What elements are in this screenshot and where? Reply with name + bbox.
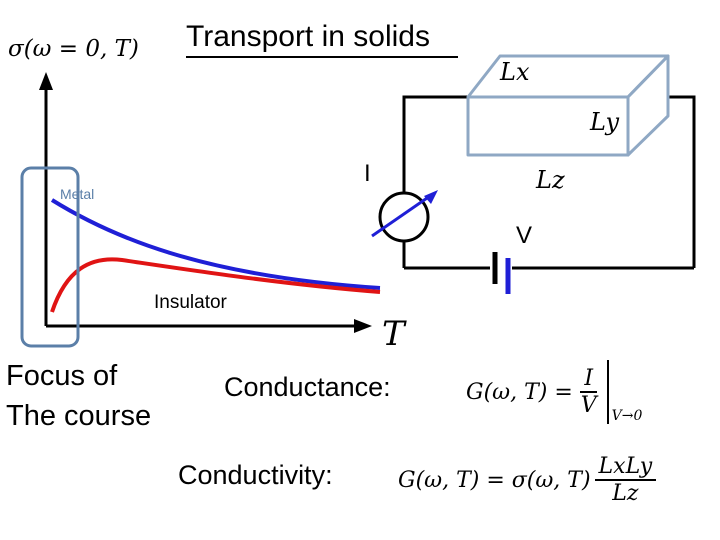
dimension-lx-label: Lx: [500, 58, 529, 86]
conductivity-fraction: LxLy Lz: [594, 454, 657, 507]
dimension-ly-label: Ly: [590, 108, 619, 136]
insulator-curve: [50, 257, 381, 313]
conductance-lhs: G(ω, T) =: [466, 379, 573, 405]
x-axis-label: T: [382, 314, 405, 354]
ammeter-needle-head: [424, 190, 438, 204]
dimension-ly-text: Ly: [590, 108, 620, 136]
focus-caption: Focus of The course: [6, 356, 151, 436]
conductivity-numerator: LxLy: [594, 454, 657, 481]
focus-highlight-box: [20, 166, 80, 348]
conductance-fraction: I V: [577, 366, 601, 419]
conductance-formula: G(ω, T) = I V V→0: [466, 360, 642, 424]
evaluation-bar: [606, 360, 609, 424]
conductance-numerator: I: [580, 366, 598, 393]
sample-box: [466, 54, 670, 157]
y-axis-label: σ(ω = 0, T): [8, 36, 139, 62]
ammeter-icon: [378, 191, 430, 243]
conductance-denominator: V: [580, 393, 597, 418]
title-underline: [186, 56, 458, 58]
ammeter-needle: [371, 194, 431, 238]
dimension-lz-label: Lz: [536, 166, 565, 194]
current-label: I: [364, 160, 371, 187]
page-title: Transport in solids: [186, 20, 430, 53]
x-axis-arrow: [354, 319, 372, 333]
conductivity-lhs: G(ω, T) = σ(ω, T): [398, 467, 591, 493]
metal-label: Metal: [60, 186, 95, 202]
dimension-lx-text: Lx: [500, 58, 530, 86]
voltage-label: V: [516, 222, 533, 249]
conductivity-label: Conductivity:: [178, 460, 333, 490]
conductivity-denominator: Lz: [612, 481, 639, 506]
focus-caption-line2: The course: [6, 400, 152, 432]
conductance-label: Conductance:: [224, 372, 391, 402]
conductivity-formula: G(ω, T) = σ(ω, T) LxLy Lz: [398, 448, 660, 512]
y-axis-arrow: [39, 72, 53, 90]
insulator-label: Insulator: [154, 292, 227, 313]
dimension-lz-text: Lz: [536, 166, 565, 194]
conductance-limit: V→0: [611, 408, 643, 424]
focus-caption-line1: Focus of: [6, 360, 118, 392]
